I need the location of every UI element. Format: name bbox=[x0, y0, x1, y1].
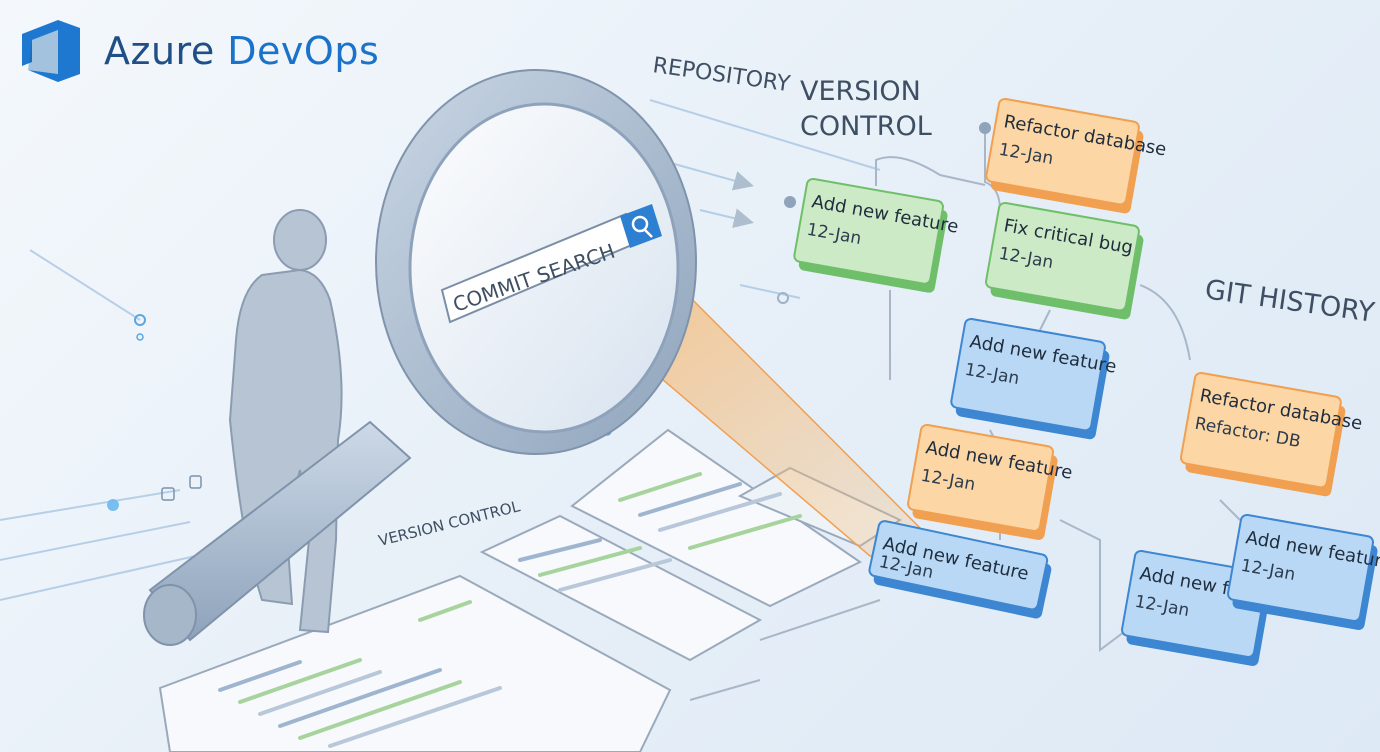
commit-card-face bbox=[793, 177, 944, 285]
commit-card-face bbox=[1227, 513, 1375, 623]
code-panel bbox=[570, 428, 862, 608]
brand-logo: Azure DevOps bbox=[18, 18, 379, 84]
commit-card-face bbox=[950, 317, 1106, 432]
commit-card-face bbox=[868, 520, 1049, 611]
flow-lines bbox=[0, 99, 881, 601]
brand-name-part1: Azure bbox=[104, 29, 215, 73]
version-control-title-line1: VERSION bbox=[800, 76, 921, 107]
code-panel-stack bbox=[158, 428, 903, 752]
commit-card-face bbox=[985, 201, 1140, 312]
commit-card-face bbox=[985, 97, 1140, 206]
commit-card-face bbox=[1179, 371, 1342, 489]
repository-label: REPOSITORY bbox=[651, 53, 792, 97]
flow-doc-icon bbox=[161, 487, 175, 501]
flow-doc-icon bbox=[189, 475, 202, 489]
code-lines bbox=[218, 472, 802, 748]
version-control-title-line2: CONTROL bbox=[800, 111, 932, 142]
search-icon-handle bbox=[644, 229, 653, 238]
flow-node-icon bbox=[107, 499, 119, 511]
git-history-label: GIT HISTORY bbox=[1203, 274, 1377, 329]
graph-node-icon bbox=[979, 122, 991, 134]
version-control-small-label: VERSION CONTROL bbox=[377, 497, 523, 550]
flow-node-icon bbox=[136, 333, 144, 341]
flow-node-icon bbox=[134, 314, 146, 326]
flow-node-icon bbox=[777, 292, 789, 304]
brand-name-part2: DevOps bbox=[227, 29, 380, 73]
brand-name: Azure DevOps bbox=[104, 29, 379, 73]
code-panel bbox=[158, 574, 672, 752]
graph-node-icon bbox=[784, 196, 796, 208]
commit-card-face bbox=[907, 423, 1055, 533]
search-icon bbox=[631, 215, 649, 233]
azure-devops-logo-icon bbox=[22, 20, 80, 82]
